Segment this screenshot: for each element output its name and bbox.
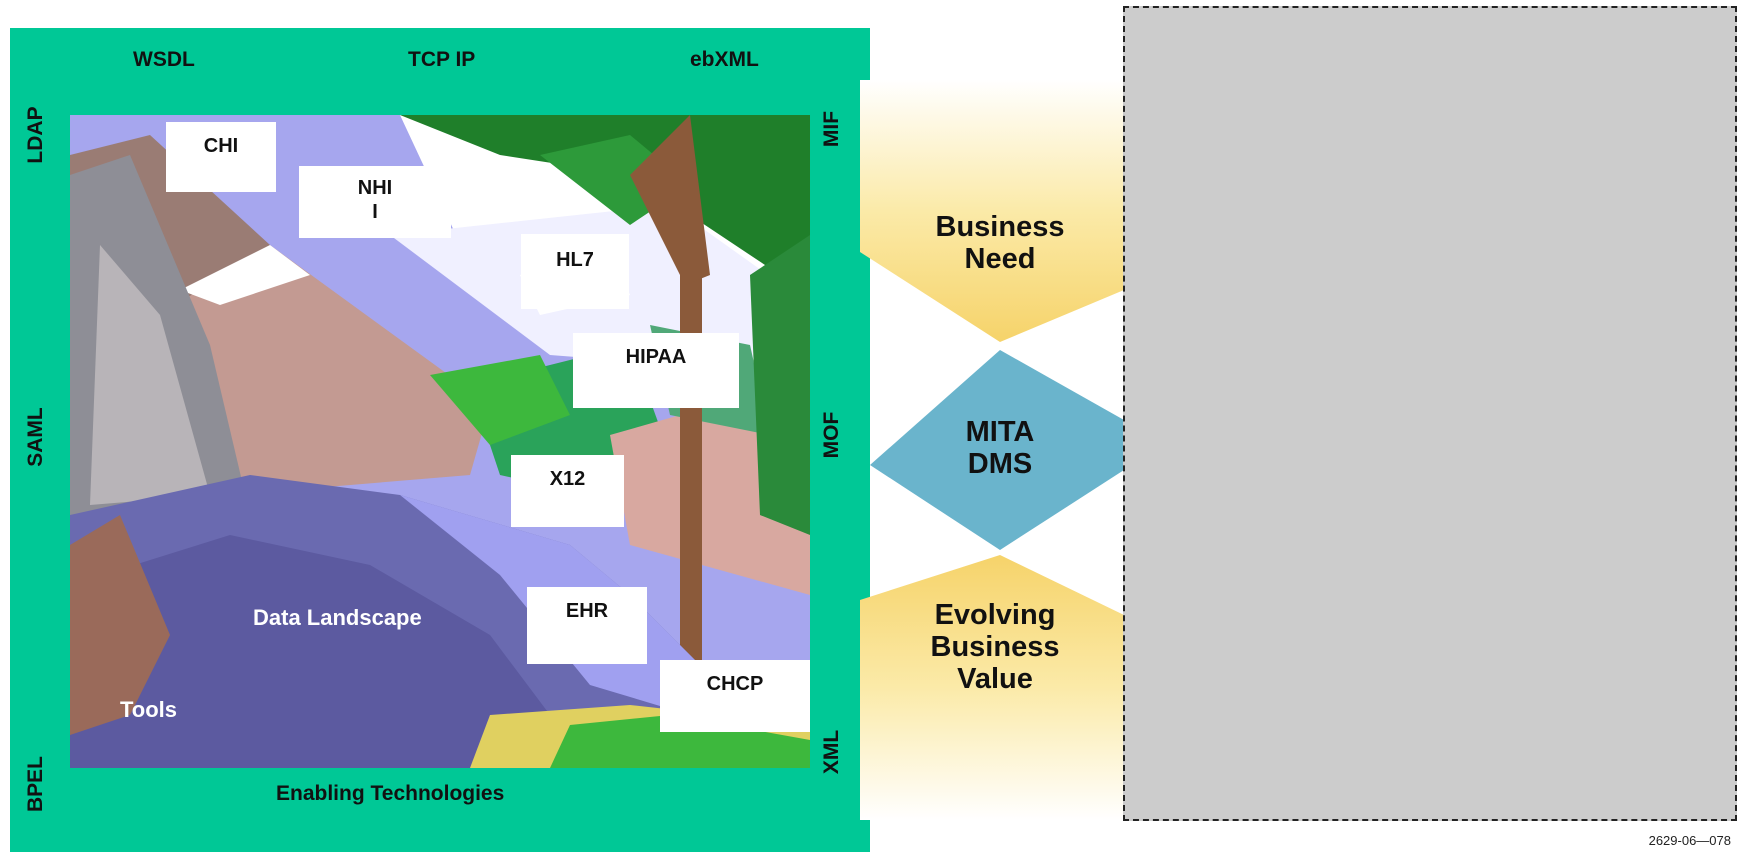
evolving-business-value-label: Evolving Business Value — [930, 599, 1060, 695]
label-enabling-technologies: Enabling Technologies — [276, 782, 505, 805]
label-mof: MOF — [820, 411, 843, 459]
value-shapes — [860, 80, 1124, 820]
label-saml: SAML — [24, 407, 47, 467]
business-need-shape — [860, 80, 1124, 342]
box-chcp: CHCP — [660, 660, 810, 732]
box-hipaa: HIPAA — [573, 333, 739, 408]
tools-label: Tools — [120, 697, 178, 722]
business-need-label: Business Need — [935, 211, 1065, 275]
box-hl7: HL7 — [521, 234, 629, 309]
box-x12: X12 — [511, 455, 624, 527]
label-bpel: BPEL — [24, 756, 47, 813]
label-ldap: LDAP — [24, 106, 47, 164]
data-landscape-label: Data Landscape — [253, 605, 422, 630]
label-wsdl: WSDL — [133, 48, 195, 71]
label-ebxml: ebXML — [690, 48, 759, 71]
evolving-value-shape — [860, 555, 1124, 820]
mita-dms-diamond — [870, 350, 1124, 550]
label-mif: MIF — [820, 110, 843, 148]
label-xml: XML — [820, 729, 843, 775]
figure-number: 2629-06—078 — [1648, 833, 1731, 848]
box-chi: CHI — [166, 122, 276, 192]
label-tcp-ip: TCP IP — [408, 48, 476, 71]
placeholder-panel — [1123, 6, 1737, 821]
box-nhii: NHI I — [299, 166, 451, 238]
box-ehr: EHR — [527, 587, 647, 664]
mita-dms-label: MITA DMS — [965, 416, 1035, 480]
